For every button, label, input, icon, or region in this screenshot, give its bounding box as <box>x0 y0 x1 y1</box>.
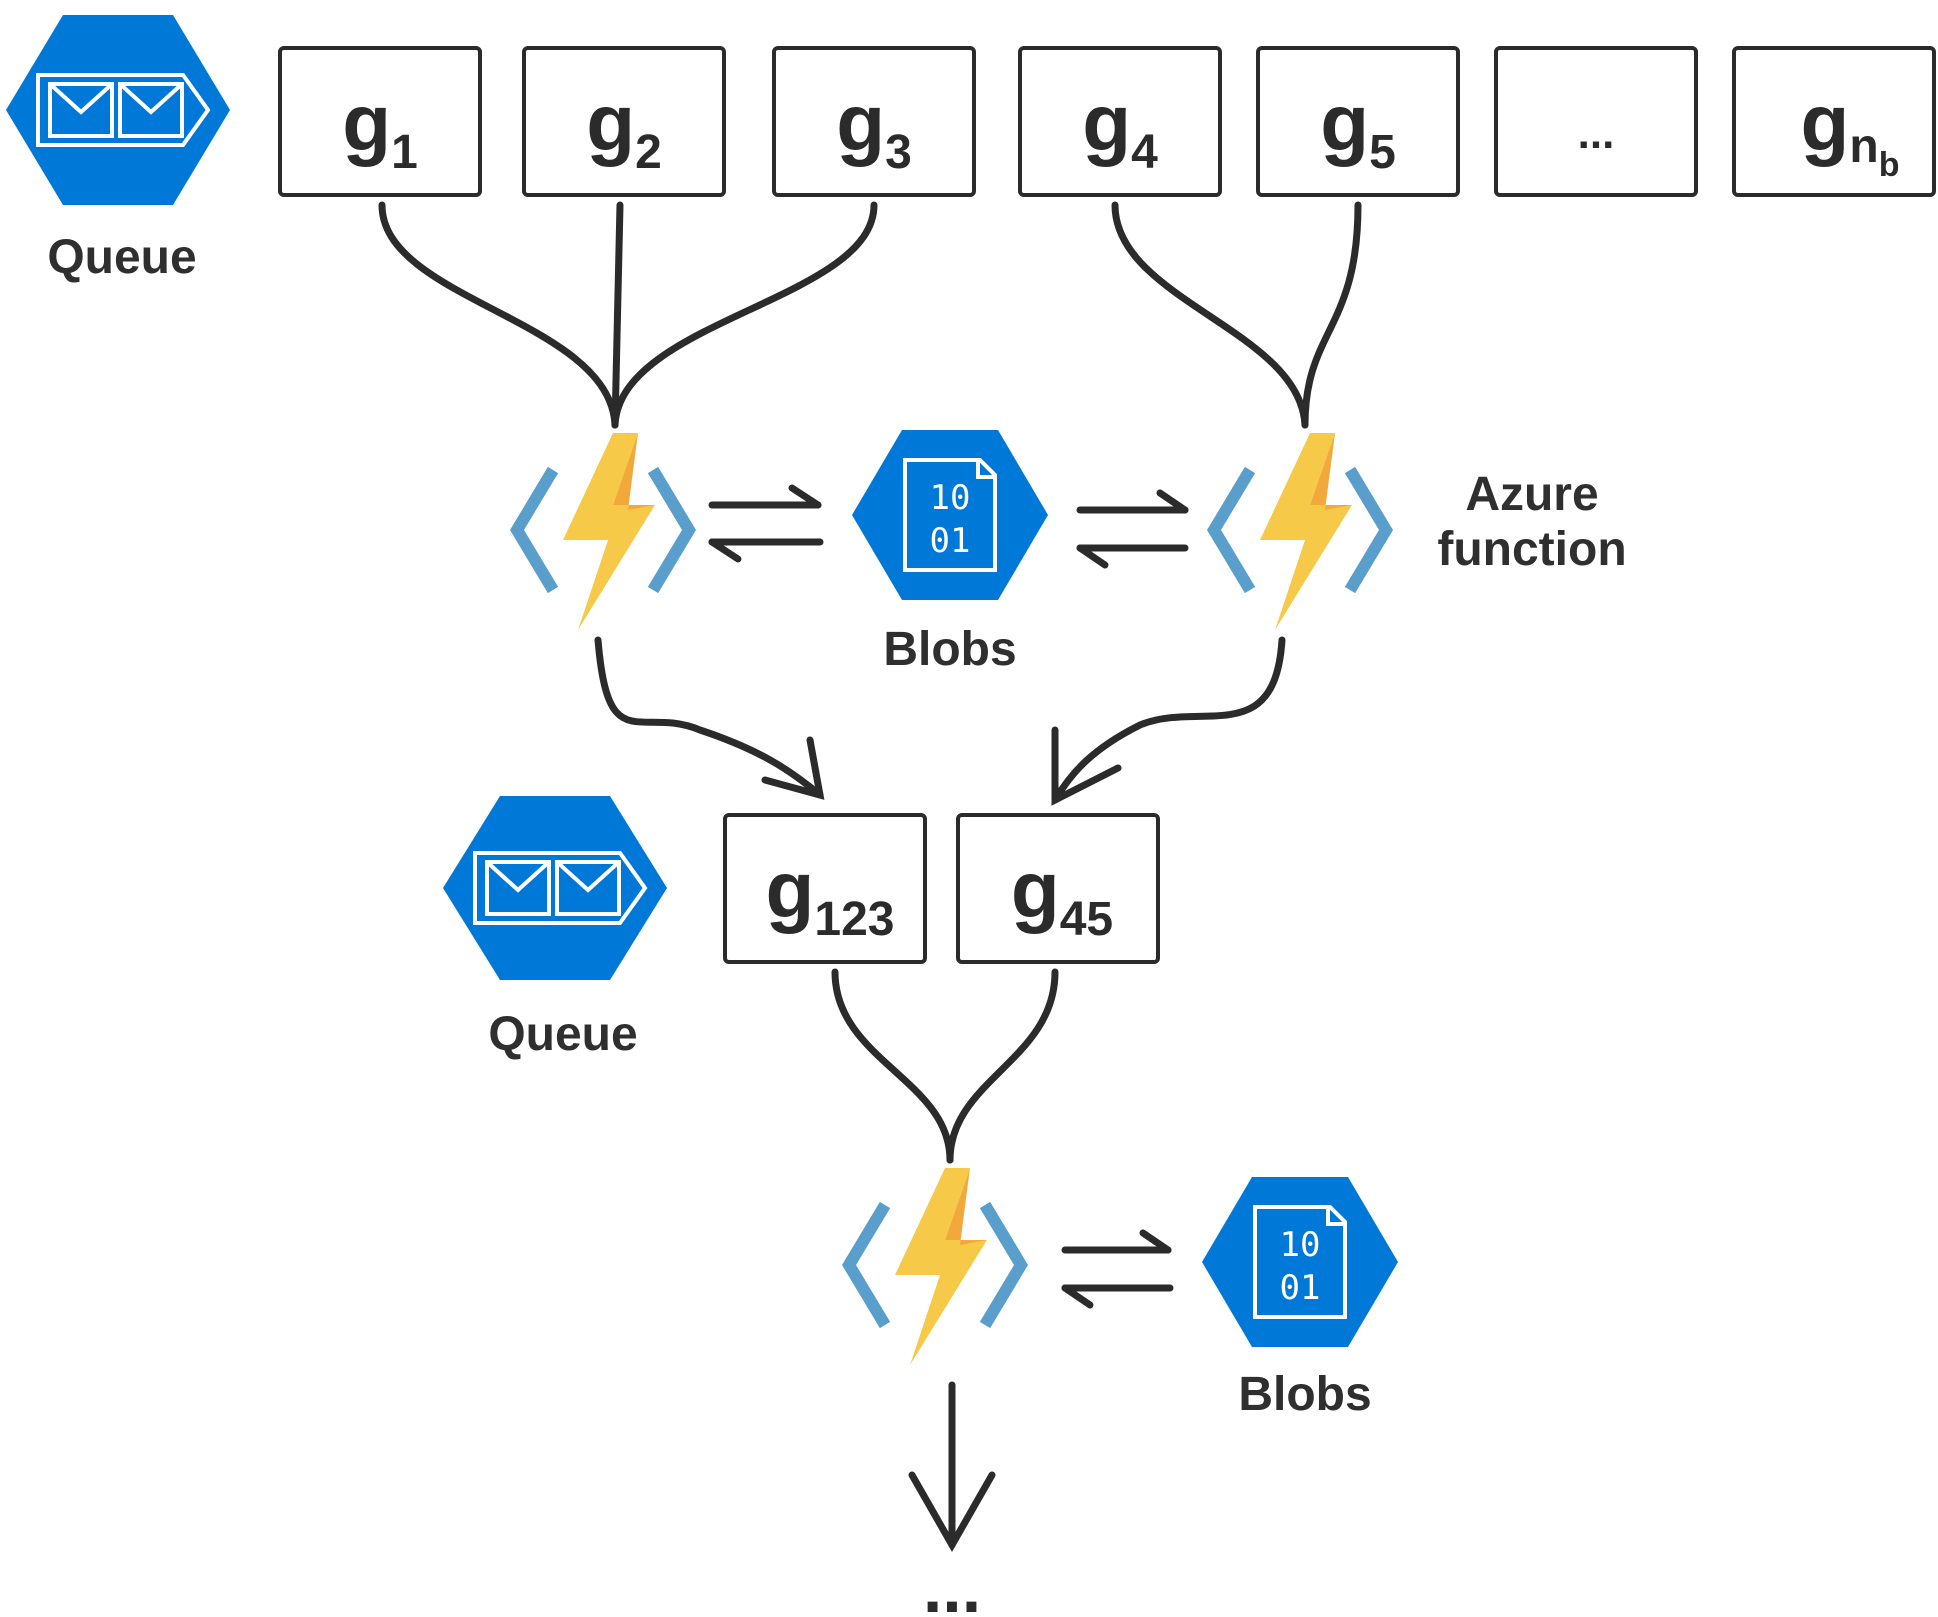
box-sub: 3 <box>885 126 912 179</box>
box-sub: 4 <box>1131 126 1158 179</box>
box-sub: n <box>1849 120 1878 173</box>
svg-text:g1: g1 <box>342 78 418 179</box>
box-base: g <box>836 78 885 167</box>
blob-bits-top: 10 <box>1280 1225 1321 1265</box>
box-sub: 123 <box>814 893 894 946</box>
box-sub: 45 <box>1060 893 1113 946</box>
svg-text:gnb: gnb <box>1801 78 1900 184</box>
azure-function-label-line2: function <box>1437 523 1626 576</box>
box-g2: g2 <box>522 46 726 197</box>
blob-icon-bottom: 10 01 <box>1202 1177 1398 1347</box>
blob-bits-bottom: 01 <box>1280 1268 1321 1308</box>
box-g45: g45 <box>956 813 1160 964</box>
svg-text:g4: g4 <box>1082 78 1158 179</box>
azure-function-icon-bottom <box>842 1168 1028 1365</box>
blob-bits-bottom: 01 <box>930 521 971 561</box>
svg-text:g123: g123 <box>766 845 895 946</box>
box-base: g <box>766 845 815 934</box>
box-base: g <box>1801 78 1850 167</box>
queue-label-second: Queue <box>488 1008 637 1061</box>
svg-text:g2: g2 <box>586 78 662 179</box>
blobs-label-bottom: Blobs <box>1238 1368 1371 1421</box>
box-sub: 5 <box>1369 126 1396 179</box>
bottom-ellipsis: ... <box>923 1549 981 1617</box>
box-g5: g5 <box>1256 46 1460 197</box>
box-base: g <box>1011 845 1060 934</box>
box-base: g <box>342 78 391 167</box>
queue-icon-second <box>443 796 667 980</box>
connectors-top <box>378 201 1362 429</box>
box-g4: g4 <box>1018 46 1222 197</box>
double-arrow-right <box>1076 489 1189 569</box>
blob-icon-mid: 10 01 <box>852 430 1048 600</box>
blobs-label-mid: Blobs <box>883 623 1016 676</box>
box-g1: g1 <box>278 46 482 197</box>
box-base: g <box>1082 78 1131 167</box>
svg-text:g3: g3 <box>836 78 912 179</box>
svg-text:g5: g5 <box>1320 78 1396 179</box>
azure-function-label-line1: Azure <box>1465 468 1598 521</box>
connectors-mid <box>594 636 1286 806</box>
box-g123: g123 <box>723 813 927 964</box>
box-gnb: gnb <box>1732 46 1936 197</box>
box-ellipsis: ... <box>1494 46 1698 197</box>
box-sub: 2 <box>635 126 662 179</box>
queue-icon <box>6 15 230 205</box>
connectors-bottom <box>831 968 1059 1164</box>
queue-label-top: Queue <box>47 231 196 284</box>
box-subsub: b <box>1879 146 1900 184</box>
box-sub: 1 <box>391 126 418 179</box>
azure-function-icon-left <box>510 433 696 630</box>
blob-bits-top: 10 <box>930 478 971 518</box>
down-arrow <box>908 1381 996 1553</box>
box-base: g <box>1320 78 1369 167</box>
azure-function-icon-right <box>1207 433 1393 630</box>
svg-text:g45: g45 <box>1011 845 1113 946</box>
box-base: ... <box>1578 109 1615 158</box>
box-base: g <box>586 78 635 167</box>
double-arrow-bottom <box>1061 1229 1174 1309</box>
box-g3: g3 <box>772 46 976 197</box>
double-arrow-left <box>708 484 824 563</box>
